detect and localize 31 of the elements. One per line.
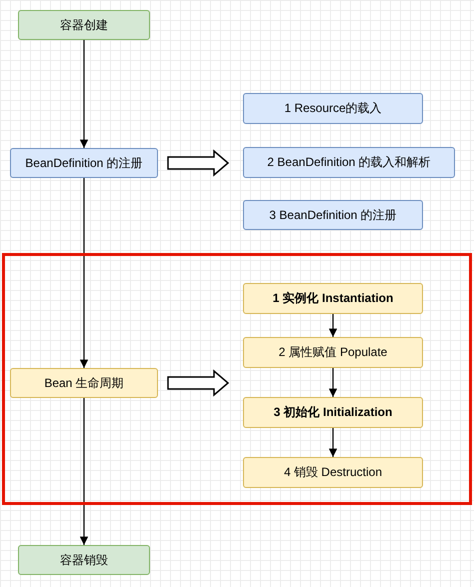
process-box bbox=[243, 397, 423, 428]
arrow bbox=[328, 428, 338, 457]
group-frame bbox=[2, 253, 472, 505]
process-box bbox=[10, 148, 158, 178]
process-box bbox=[18, 10, 150, 40]
block-arrow bbox=[167, 149, 230, 177]
box-label: BeanDefinition 的注册 bbox=[25, 156, 143, 170]
process-box bbox=[243, 457, 423, 488]
process-box bbox=[18, 545, 150, 575]
box-label: 2 BeanDefinition 的载入和解析 bbox=[267, 155, 431, 170]
arrow bbox=[80, 398, 88, 545]
arrow bbox=[328, 314, 338, 337]
box-label: Bean 生命周期 bbox=[44, 376, 124, 390]
process-box bbox=[243, 147, 455, 178]
box-label: 1 Resource的载入 bbox=[284, 101, 382, 116]
box-label: 3 初始化 Initialization bbox=[274, 405, 392, 420]
arrow bbox=[328, 368, 338, 397]
process-box bbox=[243, 337, 423, 368]
box-label: 4 销毁 Destruction bbox=[284, 465, 382, 480]
box-label: 3 BeanDefinition 的注册 bbox=[269, 208, 397, 222]
box-label: 2 属性赋值 Populate bbox=[278, 345, 388, 360]
arrow bbox=[80, 40, 88, 148]
box-label: 容器创建 bbox=[60, 18, 108, 32]
box-label: 容器销毁 bbox=[60, 552, 108, 568]
arrow bbox=[80, 178, 88, 368]
process-box bbox=[243, 93, 423, 124]
box-label: 1 实例化 Instantiation bbox=[272, 291, 394, 306]
process-box bbox=[243, 200, 423, 230]
process-box bbox=[243, 283, 423, 314]
process-box bbox=[10, 368, 158, 398]
block-arrow bbox=[167, 369, 230, 397]
